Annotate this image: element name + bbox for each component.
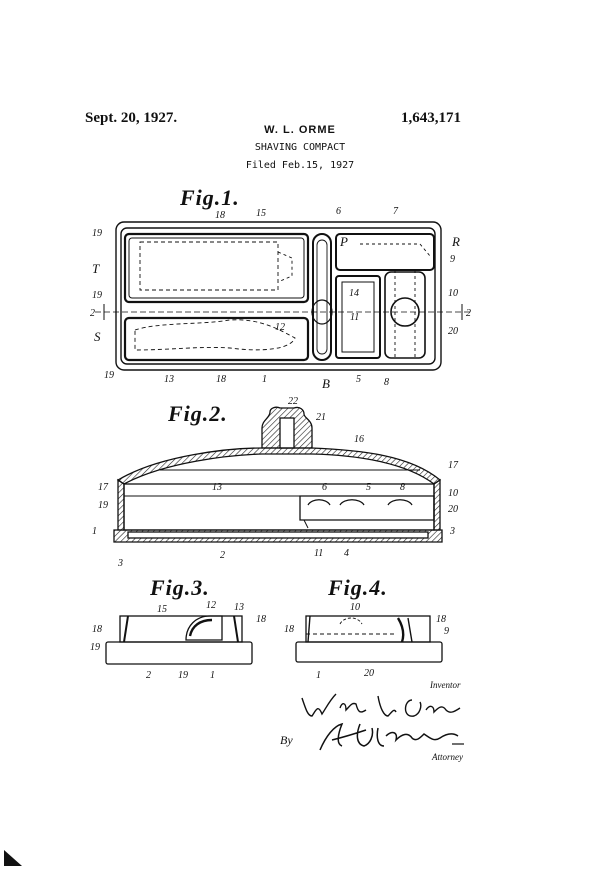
- fig2-ref-20: 20: [448, 504, 458, 515]
- fig1-ref-9: 9: [450, 254, 455, 265]
- attorney-signature: [319, 722, 464, 751]
- fig1-ref-18: 18: [215, 210, 225, 221]
- filed-date: Filed Feb.15, 1927: [245, 160, 355, 171]
- fig4-ref-18: 18: [284, 624, 294, 635]
- fig1-ref-18b: 18: [216, 374, 226, 385]
- fig2-ref-10: 10: [448, 488, 458, 499]
- fig1-ref-6: 6: [336, 206, 341, 217]
- fig1-ref-14: 14: [349, 288, 359, 299]
- fig3-end-view: [105, 615, 253, 665]
- fig1-ref-10: 10: [448, 288, 458, 299]
- attorney-label: Attorney: [432, 752, 463, 762]
- fig2-ref-22: 22: [288, 396, 298, 407]
- fig2-ref-19: 19: [98, 500, 108, 511]
- inventor-signature: [301, 693, 461, 717]
- fig1-ref-19: 19: [92, 228, 102, 239]
- fig3-caption: Fig.3.: [150, 575, 210, 600]
- fig1-ref-2-right: 2: [466, 308, 471, 319]
- fig1-top-view: [95, 221, 470, 371]
- fig3-ref-18: 18: [92, 624, 102, 635]
- inventor-label: Inventor: [430, 680, 461, 690]
- fig3-ref-12: 12: [206, 600, 216, 611]
- fig1-ref-13: 13: [164, 374, 174, 385]
- fig1-ref-12: 12: [275, 322, 285, 333]
- fig1-ref-19b: 19: [92, 290, 102, 301]
- fig2-ref-13: 13: [212, 482, 222, 493]
- fig1-ref-5: 5: [356, 374, 361, 385]
- fig3-ref-19: 19: [90, 642, 100, 653]
- inventor-name: W. L. ORME: [264, 124, 336, 136]
- fig4-reference-numerals: 10 18 18 9 1 20: [284, 602, 449, 681]
- fig4-ref-18b: 18: [436, 614, 446, 625]
- fig2-ref-17b: 17: [448, 460, 459, 471]
- patent-title: SHAVING COMPACT: [254, 142, 346, 153]
- fig3-ref-1: 1: [210, 670, 215, 681]
- fig1-caption: Fig.1.: [180, 185, 240, 210]
- fig2-ref-3b: 3: [449, 526, 455, 537]
- fig1-ref-20: 20: [448, 326, 458, 337]
- fig4-caption: Fig.4.: [328, 575, 388, 600]
- fig1-ref-7: 7: [393, 206, 399, 217]
- fig2-ref-2: 2: [220, 550, 225, 561]
- fig3-ref-15: 15: [157, 604, 167, 615]
- fig3-ref-13: 13: [234, 602, 244, 613]
- fig2-ref-21: 21: [316, 412, 326, 423]
- fig4-ref-9: 9: [444, 626, 449, 637]
- fig2-ref-3: 3: [117, 558, 123, 569]
- fig1-ref-T: T: [92, 261, 100, 276]
- fig1-ref-2-left: 2: [90, 308, 95, 319]
- corner-mark: [4, 850, 22, 866]
- fig3-ref-2: 2: [146, 670, 151, 681]
- fig1-reference-numerals: 18 15 6 7 19 P R 9 T 19 14 10 2 2 11 S 1…: [90, 206, 471, 391]
- fig2-ref-11: 11: [314, 548, 323, 559]
- fig2-caption: Fig.2.: [168, 401, 228, 426]
- fig1-ref-19c: 19: [104, 370, 114, 381]
- fig1-ref-P: P: [339, 234, 348, 249]
- fig4-ref-1: 1: [316, 670, 321, 681]
- fig2-ref-5: 5: [366, 482, 371, 493]
- fig2-section-view: [113, 406, 443, 543]
- fig2-ref-17: 17: [98, 482, 109, 493]
- fig2-reference-numerals: 22 21 16 17 17 13 6 5 8 10 19 20 1 3 3 2…: [92, 396, 459, 569]
- fig1-ref-11: 11: [350, 312, 359, 323]
- fig4-end-view: [295, 615, 443, 663]
- patent-date: Sept. 20, 1927.: [85, 110, 178, 126]
- fig1-ref-8: 8: [384, 377, 389, 388]
- fig3-reference-numerals: 15 12 13 18 18 19 2 19 1: [90, 600, 266, 681]
- fig1-ref-R: R: [451, 234, 460, 249]
- patent-number: 1,643,171: [401, 110, 461, 126]
- fig3-ref-18b: 18: [256, 614, 266, 625]
- fig1-ref-1: 1: [262, 374, 267, 385]
- fig2-ref-16: 16: [354, 434, 364, 445]
- fig4-ref-20: 20: [364, 668, 374, 679]
- fig3-ref-19b: 19: [178, 670, 188, 681]
- fig1-ref-15: 15: [256, 208, 266, 219]
- fig1-ref-B: B: [322, 376, 330, 391]
- fig2-ref-6: 6: [322, 482, 327, 493]
- fig4-ref-10: 10: [350, 602, 360, 613]
- by-label: By: [280, 733, 293, 747]
- fig1-ref-S: S: [94, 329, 101, 344]
- fig2-ref-1: 1: [92, 526, 97, 537]
- fig2-ref-4: 4: [344, 548, 349, 559]
- fig2-ref-8: 8: [400, 482, 405, 493]
